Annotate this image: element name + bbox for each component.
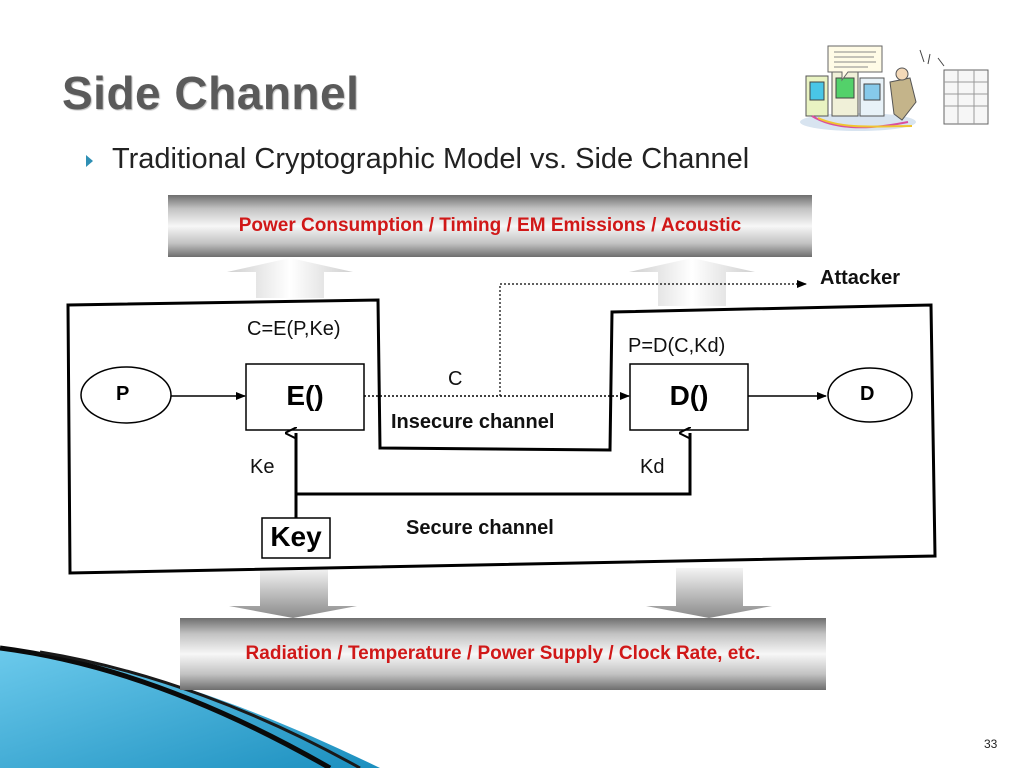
key-box <box>261 517 331 559</box>
page-number: 33 <box>984 737 998 751</box>
decrypt-box-label: D() <box>669 380 709 411</box>
attacker-tap-line <box>499 280 807 396</box>
secure-channel-line <box>296 433 692 496</box>
input-arrow-right <box>646 568 772 618</box>
swoosh-decoration <box>0 648 380 768</box>
output-node-label: D <box>860 383 875 405</box>
encrypt-box <box>245 363 365 431</box>
encrypt-formula: C=E(P,Ke) <box>247 318 341 340</box>
emission-arrow-right <box>629 258 755 306</box>
bullet-text: Traditional Cryptographic Model vs. Side… <box>112 143 750 175</box>
insecure-channel-label: Insecure channel <box>391 411 555 433</box>
swoosh-line-dark-2 <box>39 650 361 768</box>
slide-title: Side Channel <box>62 67 360 119</box>
ke-label: Ke <box>250 456 275 478</box>
key-box-label: Key <box>270 521 322 552</box>
decrypt-box <box>629 363 749 431</box>
cartoon-illustration-icon <box>800 45 989 131</box>
bottom-banner: Radiation / Temperature / Power Supply /… <box>180 618 826 690</box>
secure-channel-label: Secure channel <box>406 517 554 539</box>
emission-arrow-left <box>227 258 353 298</box>
plaintext-node-label: P <box>116 383 130 405</box>
kd-label: Kd <box>640 456 665 478</box>
input-arrow-left <box>229 568 357 618</box>
top-banner: Power Consumption / Timing / EM Emission… <box>168 195 812 257</box>
plaintext-node <box>80 366 172 424</box>
encrypt-box-label: E() <box>286 380 324 411</box>
output-node <box>827 367 913 423</box>
attacker-label: Attacker <box>820 267 901 289</box>
decrypt-formula: P=D(C,Kd) <box>628 335 726 357</box>
device-boundary <box>66 298 937 575</box>
swoosh-line-dark <box>0 645 332 768</box>
bullet-arrow-icon <box>86 155 93 167</box>
ciphertext-label: C <box>448 368 463 390</box>
